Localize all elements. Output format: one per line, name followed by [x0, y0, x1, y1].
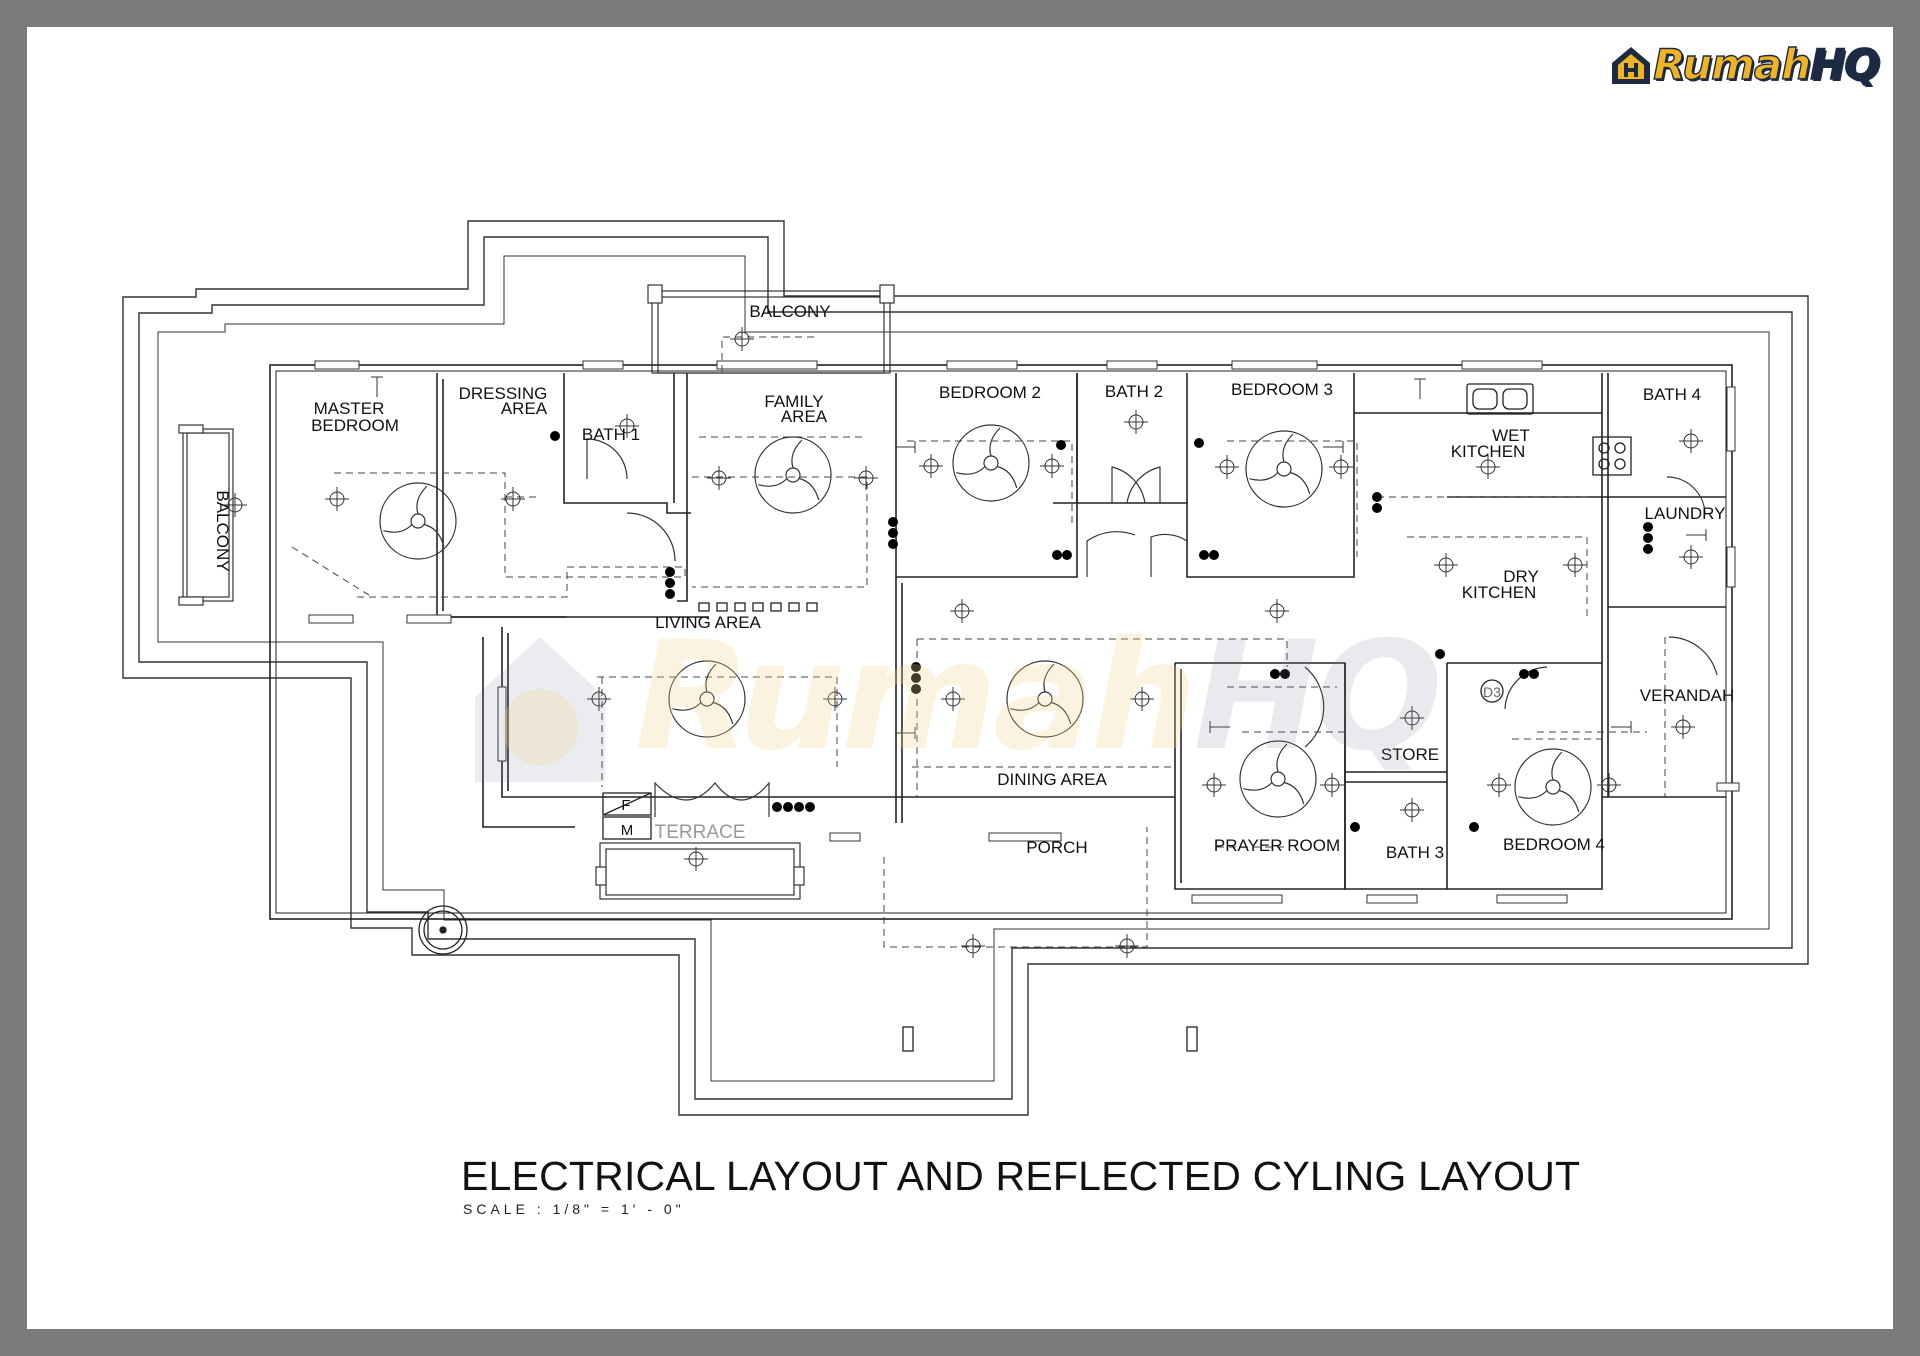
- label-family-area: FAMILY: [764, 392, 823, 411]
- label-balcony-west: BALCONY: [213, 490, 232, 571]
- ceiling-light-icon: [1671, 715, 1695, 739]
- ceiling-fan-icon: [379, 482, 457, 560]
- ceiling-light-icon: [223, 493, 247, 517]
- label-master-bedroom: MASTER: [314, 399, 385, 418]
- logo-primary: Rumah: [1652, 40, 1811, 89]
- ceiling-light-icon: [615, 414, 639, 438]
- label-wet-kitchen: WET: [1492, 426, 1530, 445]
- tag-female: F: [621, 797, 630, 814]
- ceiling-fans: [379, 424, 1592, 826]
- ceiling-light-icon: [1215, 455, 1239, 479]
- ceiling-light-icon: [1400, 798, 1424, 822]
- fixtures: [418, 383, 1632, 1052]
- ceiling-light-icon: [823, 687, 847, 711]
- label-dry-kitchen: DRY: [1503, 567, 1539, 586]
- ceiling-light-icon: [1434, 553, 1458, 577]
- ceiling-light-icon: [1679, 545, 1703, 569]
- ceiling-light-icon: [501, 487, 525, 511]
- ceiling-fan-icon: [754, 436, 832, 514]
- ceiling-light-icon: [587, 687, 611, 711]
- label-dry-kitchen-2: KITCHEN: [1462, 583, 1537, 602]
- room-labels: MASTER BEDROOM DRESSING AREA BATH 1 BALC…: [213, 302, 1734, 862]
- label-store: STORE: [1381, 745, 1439, 764]
- walls: [269, 364, 1733, 920]
- label-bath-2: BATH 2: [1105, 382, 1163, 401]
- label-bedroom-4: BEDROOM 4: [1503, 835, 1605, 854]
- ceiling-light-icon: [1487, 773, 1511, 797]
- balconies: [178, 284, 895, 900]
- label-master-bedroom-2: BEDROOM: [311, 416, 399, 435]
- drawing-title: ELECTRICAL LAYOUT AND REFLECTED CYLING L…: [461, 1153, 1581, 1199]
- ceiling-light-icon: [1320, 773, 1344, 797]
- ceiling-fan-icon: [1006, 660, 1084, 738]
- sockets: [371, 376, 1707, 739]
- ceiling-light-icon: [919, 454, 943, 478]
- ceiling-light-icon: [1329, 455, 1353, 479]
- ceiling-fan-icon: [668, 660, 746, 738]
- ceiling-light-icon: [684, 847, 708, 871]
- label-living-area: LIVING AREA: [655, 613, 761, 632]
- label-terrace: TERRACE: [655, 822, 746, 843]
- ceiling-fan-icon: [1245, 430, 1323, 508]
- ceiling-light-icon: [1265, 599, 1289, 623]
- label-family-area-2: AREA: [781, 407, 828, 426]
- ceiling-fan-icon: [1239, 740, 1317, 818]
- dashed-circuits: [291, 336, 1666, 948]
- ceiling-fan-icon: [952, 424, 1030, 502]
- label-dressing-area-2: AREA: [501, 399, 548, 418]
- ceiling-light-icon: [1202, 773, 1226, 797]
- label-wet-kitchen-2: KITCHEN: [1451, 442, 1526, 461]
- ceiling-light-icon: [1563, 553, 1587, 577]
- ceiling-light-icon: [1040, 454, 1064, 478]
- ceiling-light-icon: [961, 934, 985, 958]
- ceiling-lights: [223, 327, 1703, 958]
- tag-door-d3: D3: [1483, 684, 1501, 700]
- roof-outline: [122, 220, 1809, 1116]
- label-balcony-north: BALCONY: [749, 302, 830, 321]
- label-dressing-area: DRESSING: [459, 384, 548, 403]
- label-prayer-room: PRAYER ROOM: [1214, 836, 1340, 855]
- ceiling-light-icon: [950, 599, 974, 623]
- ceiling-light-icon: [325, 487, 349, 511]
- ceiling-fan-icon: [1514, 748, 1592, 826]
- ceiling-light-icon: [1130, 687, 1154, 711]
- ceiling-light-icon: [941, 687, 965, 711]
- label-porch: PORCH: [1026, 838, 1087, 857]
- label-laundry: LAUNDRY: [1645, 504, 1726, 523]
- tag-male: M: [621, 822, 634, 839]
- ceiling-light-icon: [1124, 410, 1148, 434]
- ceiling-light-icon: [1400, 706, 1424, 730]
- label-bedroom-2: BEDROOM 2: [939, 383, 1041, 402]
- floor-plan: MASTER BEDROOM DRESSING AREA BATH 1 BALC…: [122, 220, 1809, 1116]
- label-dining-area: DINING AREA: [997, 770, 1107, 789]
- label-bath-1: BATH 1: [582, 425, 640, 444]
- brand-logo: RumahHQ: [1609, 43, 1881, 87]
- ceiling-light-icon: [730, 327, 754, 351]
- ceiling-light-icon: [1597, 773, 1621, 797]
- drawing-sheet: MASTER BEDROOM DRESSING AREA BATH 1 BALC…: [27, 27, 1893, 1329]
- logo-wordmark: RumahHQ: [1652, 43, 1880, 86]
- label-bath-3: BATH 3: [1386, 843, 1444, 862]
- doors: [586, 438, 1718, 817]
- ceiling-light-icon: [854, 466, 878, 490]
- windows: [308, 360, 1740, 904]
- label-bath-4: BATH 4: [1643, 385, 1701, 404]
- ceiling-light-icon: [1476, 455, 1500, 479]
- ceiling-light-icon: [1115, 934, 1139, 958]
- house-h-icon: [1612, 47, 1651, 84]
- ceiling-light-icon: [1679, 429, 1703, 453]
- label-bedroom-3: BEDROOM 3: [1231, 380, 1333, 399]
- drawing-scale: SCALE : 1/8" = 1' - 0": [463, 1201, 685, 1217]
- label-verandah: VERANDAH: [1640, 686, 1734, 705]
- logo-secondary: HQ: [1809, 40, 1880, 89]
- switch-panels: [550, 431, 1653, 832]
- ceiling-light-icon: [707, 466, 731, 490]
